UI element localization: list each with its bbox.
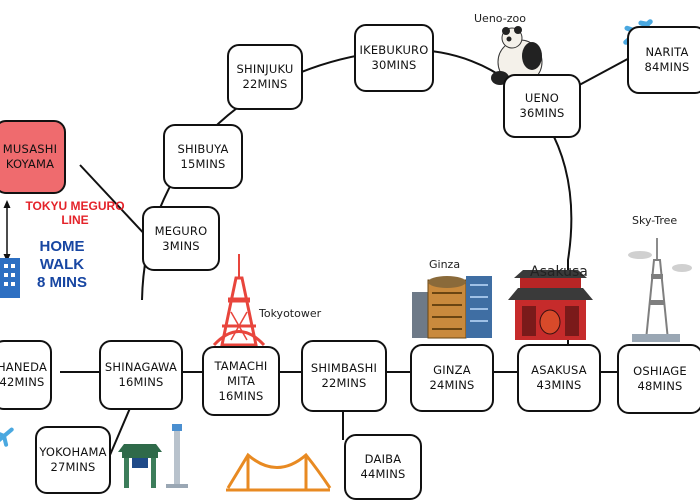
station-name: SHINAGAWA <box>104 360 178 374</box>
tokyu-meguro-line-label: TOKYU MEGURO LINE <box>25 199 125 227</box>
station-name: SHINJUKU <box>236 62 294 76</box>
meguro-line <box>79 164 151 241</box>
station-time: 15MINS <box>180 156 226 171</box>
station-time: 3MINS <box>162 238 200 253</box>
station-name: DAIBA <box>364 452 402 466</box>
station-haneda: HANEDA 42MINS <box>0 340 52 410</box>
station-shimbashi: SHIMBASHI 22MINS <box>301 340 387 412</box>
station-oshiage: OSHIAGE 48MINS <box>617 344 700 414</box>
station-meguro: MEGURO 3MINS <box>142 206 220 271</box>
home-label: HOME <box>39 238 85 255</box>
walk-arrow-head-top <box>3 200 11 208</box>
station-name: TAMACHI <box>214 358 268 373</box>
yokohama-lighthouse-icon <box>166 424 188 488</box>
walk-time-label: 8 MINS <box>36 274 87 291</box>
station-time: 22MINS <box>242 77 288 91</box>
ginza-building-icon <box>412 276 492 339</box>
station-time: 84MINS <box>644 60 690 74</box>
station-name: OSHIAGE <box>633 364 687 378</box>
rainbow-bridge-icon <box>226 452 332 492</box>
station-shibuya: SHIBUYA 15MINS <box>163 124 243 189</box>
station-asakusa: ASAKUSA 43MINS <box>517 344 601 412</box>
station-name: GINZA <box>433 363 471 377</box>
station-name: SHIMBASHI <box>310 361 378 375</box>
station-shinagawa: SHINAGAWA 16MINS <box>99 340 183 410</box>
station-name: MITA <box>226 373 256 388</box>
station-name: HANEDA <box>0 360 48 374</box>
ginza-label: Ginza <box>429 258 461 271</box>
station-time: 27MINS <box>50 460 96 474</box>
station-daiba: DAIBA 44MINS <box>344 434 422 500</box>
station-time: 22MINS <box>321 376 367 390</box>
station-name: KOYAMA <box>5 157 55 171</box>
station-yokohama: YOKOHAMA 27MINS <box>35 426 111 494</box>
sky-tree-icon <box>628 238 692 342</box>
station-ikebukuro: IKEBUKURO 30MINS <box>354 24 434 92</box>
station-name: SHIBUYA <box>177 141 229 156</box>
sky-tree-label: Sky-Tree <box>632 214 678 227</box>
home-building-icon <box>0 258 20 298</box>
station-shinjuku: SHINJUKU 22MINS <box>227 44 303 110</box>
station-time: 42MINS <box>0 375 45 389</box>
plane-icon-haneda <box>0 427 14 447</box>
station-name: NARITA <box>645 45 689 59</box>
tokyotower-label: Tokyotower <box>259 307 322 320</box>
station-name: MUSASHI <box>2 142 58 156</box>
station-narita: NARITA 84MINS <box>627 26 700 94</box>
station-ueno: UENO 36MINS <box>503 74 581 138</box>
station-time: 43MINS <box>536 378 582 392</box>
station-name: UENO <box>524 91 560 105</box>
station-time: 44MINS <box>360 467 406 481</box>
walk-label: WALK <box>39 256 85 273</box>
station-time: 16MINS <box>218 388 264 403</box>
station-name: MEGURO <box>154 223 208 238</box>
station-name: YOKOHAMA <box>39 445 107 459</box>
station-time: 24MINS <box>429 378 475 392</box>
home-walk-label: HOME WALK 8 MINS <box>26 238 98 292</box>
station-time: 36MINS <box>519 106 565 120</box>
station-time: 16MINS <box>118 375 164 389</box>
station-ginza: GINZA 24MINS <box>410 344 494 412</box>
ueno-zoo-label: Ueno-zoo <box>474 12 526 25</box>
station-name: IKEBUKURO <box>359 43 429 57</box>
station-time: 30MINS <box>371 58 417 72</box>
asakusa-label: Asakusa <box>530 264 588 280</box>
asakusa-gate-icon <box>508 270 593 340</box>
tokyo-tower-icon <box>212 254 266 347</box>
yokohama-gate-icon <box>118 444 162 488</box>
station-name: ASAKUSA <box>531 363 587 377</box>
station-tamachi-mita: TAMACHI MITA 16MINS <box>202 346 280 416</box>
station-musashi-koyama: MUSASHI KOYAMA <box>0 120 66 194</box>
station-time: 48MINS <box>637 379 683 393</box>
